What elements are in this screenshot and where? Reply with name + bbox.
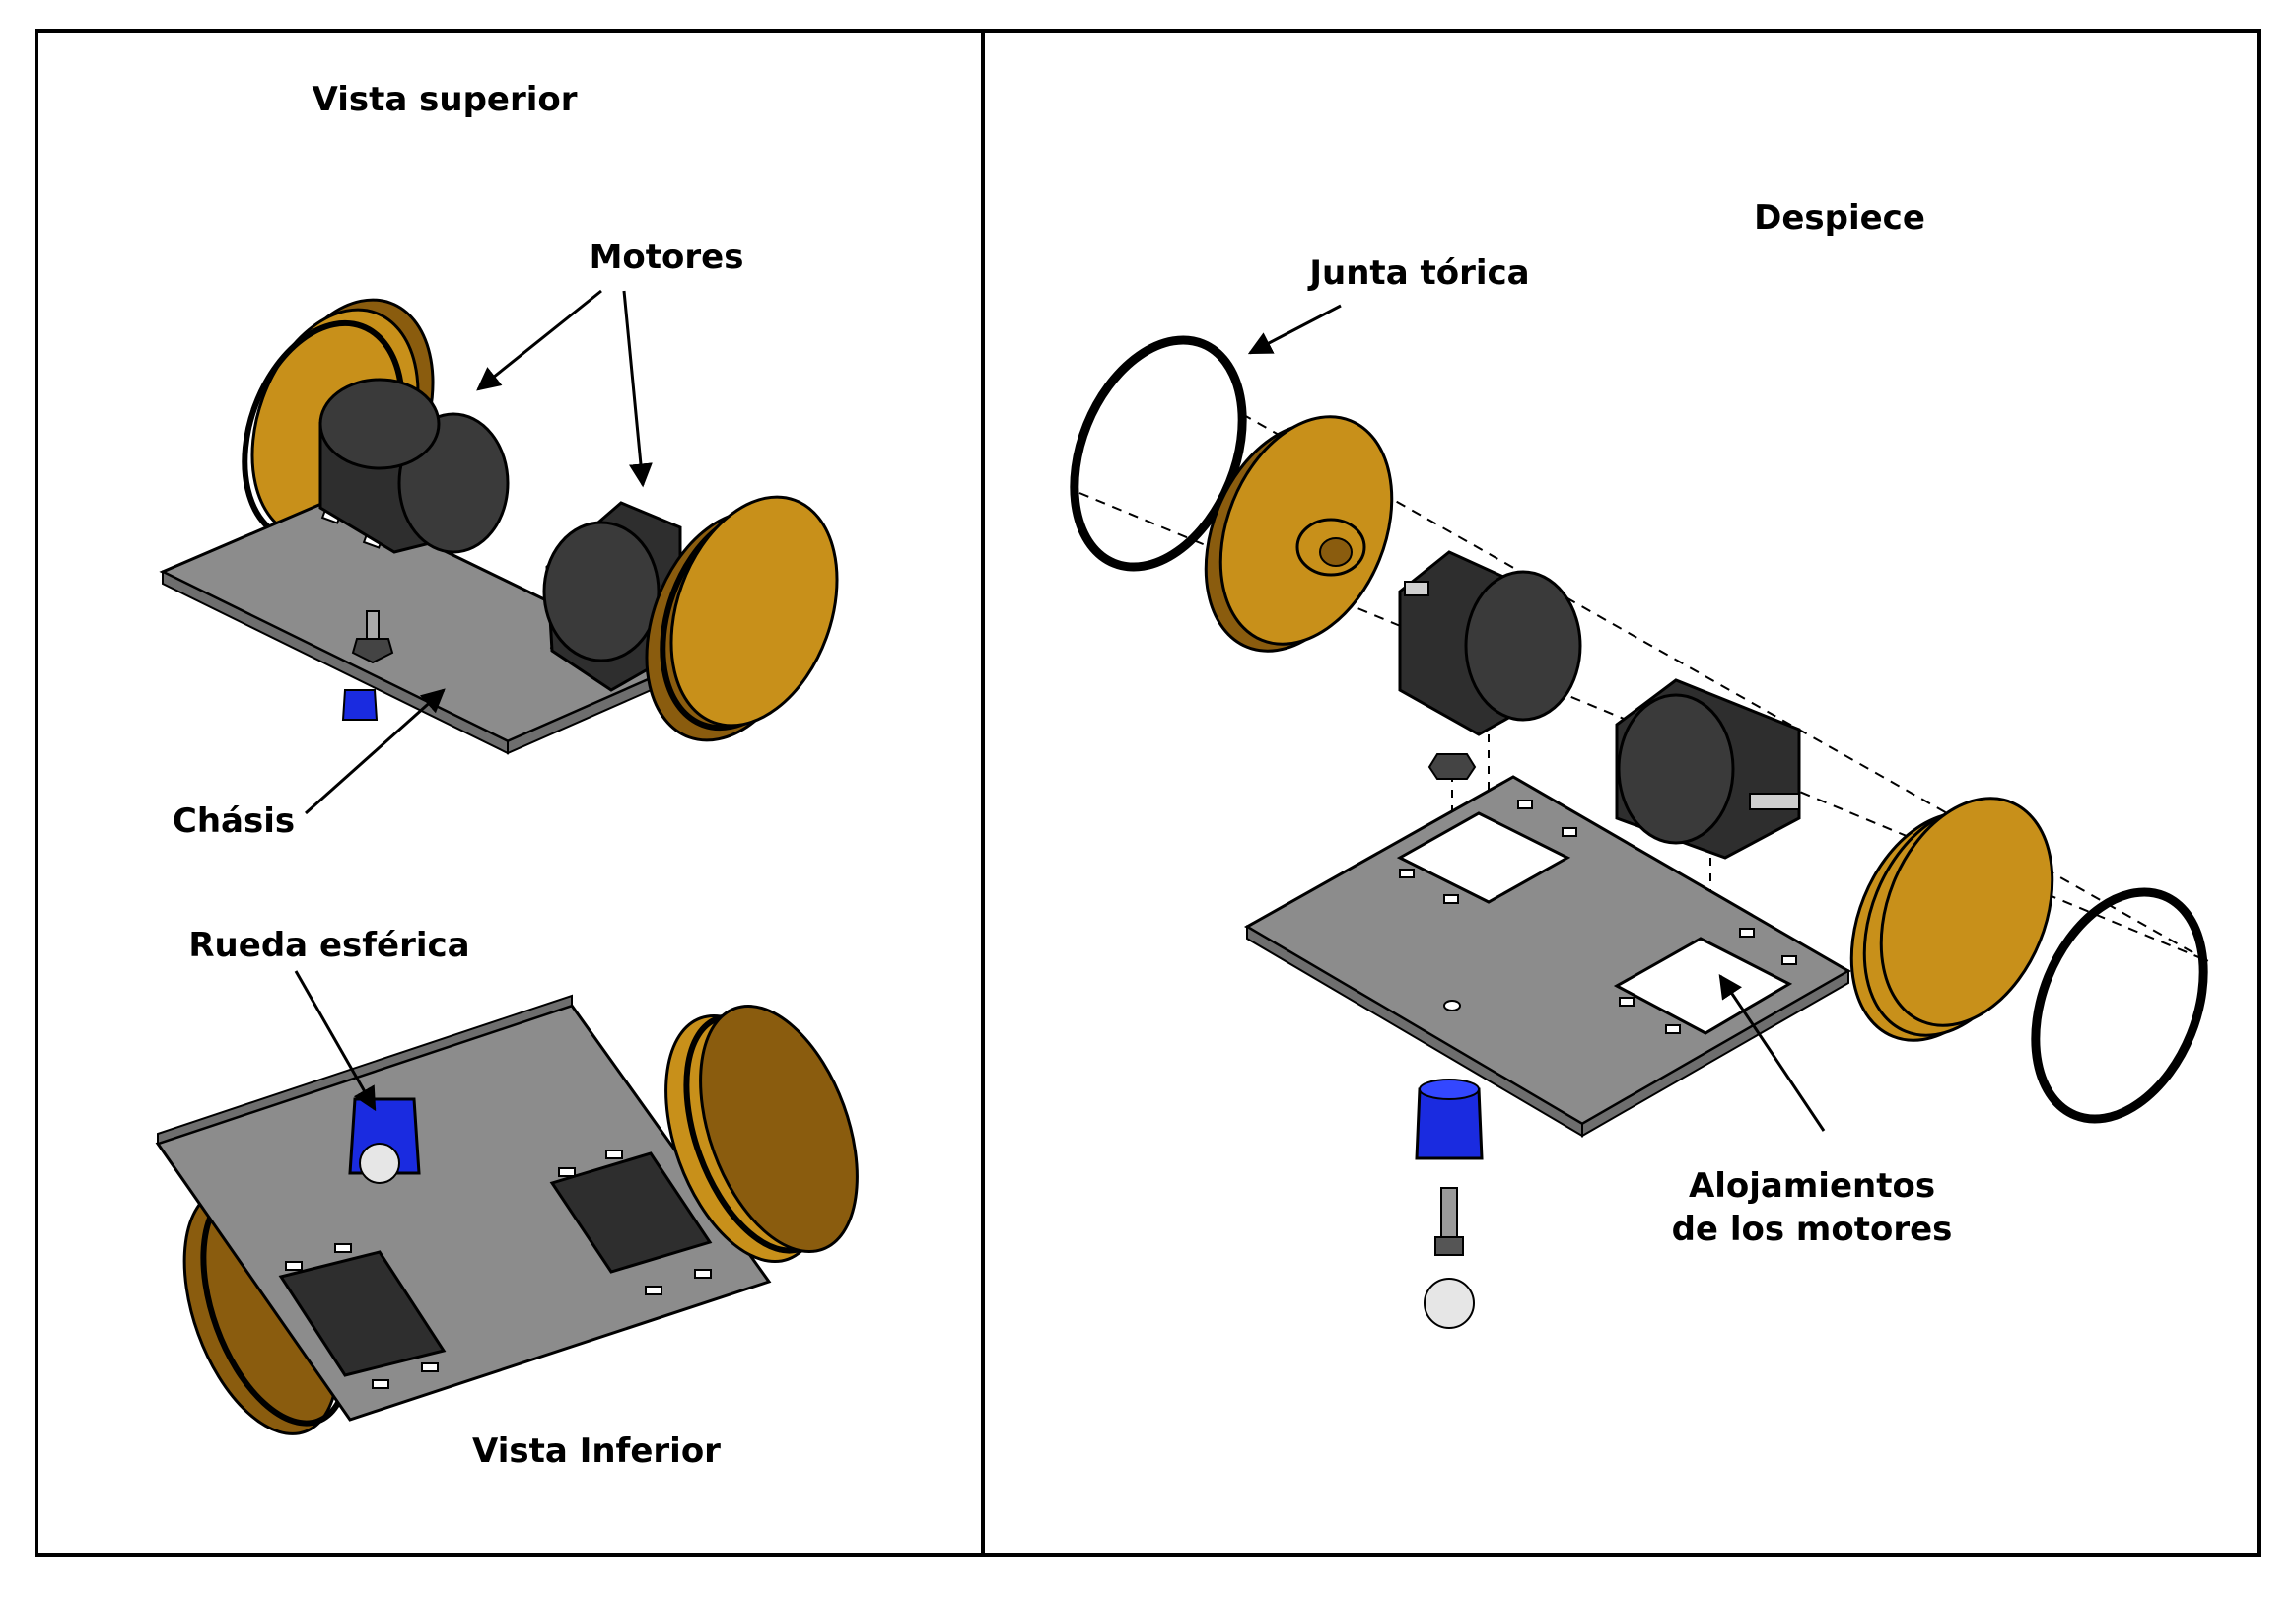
housings-label-line1: Alojamientos: [1689, 1166, 1935, 1206]
outer-frame: [35, 29, 2261, 1557]
motors-label: Motores: [590, 238, 744, 277]
caster-label: Rueda esférica: [188, 926, 469, 965]
exploded-view-title: Despiece: [1754, 198, 1925, 238]
chassis-arrow: [305, 688, 446, 815]
oring-arrow: [1247, 304, 1342, 355]
top-view-illustration: [159, 298, 839, 755]
exploded-view-illustration: [1070, 335, 2209, 1329]
caster-arrow: [294, 970, 377, 1112]
bottom-view-illustration: [155, 994, 859, 1435]
bottom-view-title: Vista Inferior: [472, 1431, 721, 1471]
motors-arrow-1: [476, 289, 602, 391]
chassis-label: Chásis: [173, 802, 295, 841]
housings-label-line2: de los motores: [1672, 1210, 1953, 1249]
top-view-title: Vista superior: [312, 80, 577, 119]
motors-arrow-2: [622, 290, 653, 488]
housings-arrow: [1718, 974, 1826, 1132]
oring-label: Junta tórica: [1307, 253, 1529, 293]
